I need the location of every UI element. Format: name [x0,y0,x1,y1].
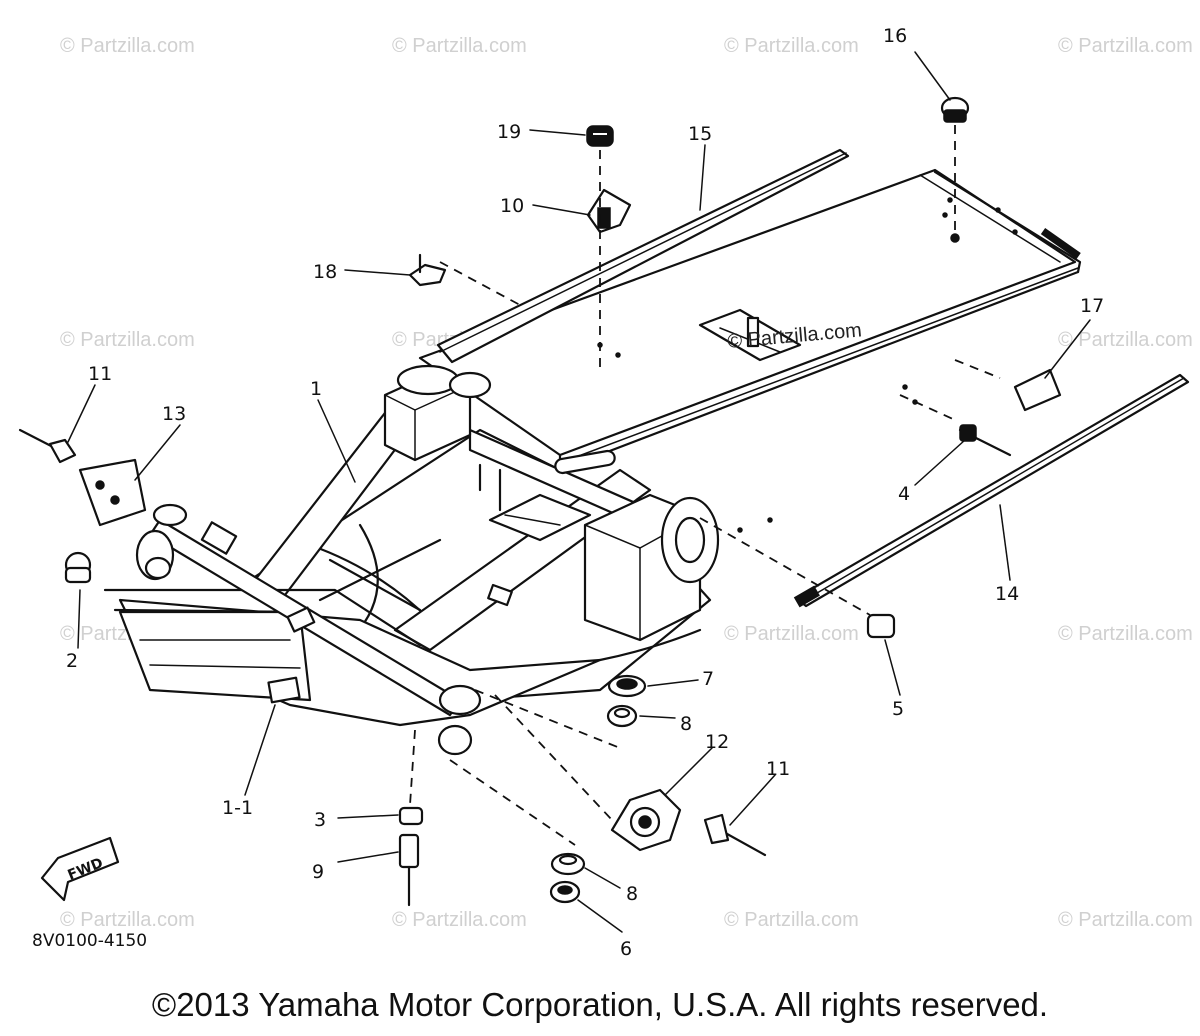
callout-1: 1 [310,378,322,400]
part-8-collar-upper [606,704,638,728]
copyright-notice: ©2013 Yamaha Motor Corporation, U.S.A. A… [151,986,1049,1023]
part-13-plate [78,458,147,527]
callout-16: 16 [883,25,907,47]
callout-11: 11 [88,363,112,385]
watermark: © Partzilla.com [1058,623,1193,645]
watermark: © Partzilla.com [724,909,859,931]
watermark: © Partzilla.com [724,623,859,645]
part-9-bolt [398,833,420,907]
slide-rail-15 [436,148,850,364]
part-8-collar-lower [550,852,586,876]
callout-12: 12 [705,731,729,753]
part-17-label [1013,368,1062,412]
callout-3: 3 [314,809,326,831]
callout-10: 10 [500,195,524,217]
part-5-nut [866,613,896,639]
callout-8: 8 [626,883,638,905]
assembly-lines [409,125,1001,846]
callout-7: 7 [702,668,714,690]
part-12-bearing [610,788,682,852]
callout-13: 13 [162,403,186,425]
watermark: © Partzilla.com [1058,35,1193,57]
diagram-code: 8V0100-4150 [32,931,147,951]
watermark: © Partzilla.com [392,35,527,57]
callout-8: 8 [680,713,692,735]
part-10-bracket [586,188,632,234]
watermark: © Partzilla.com [60,35,195,57]
part-7-bushing [607,674,647,698]
watermark: © Partzilla.com [392,909,527,931]
watermark: © Partzilla.com [724,35,859,57]
part-11-rivet-left [18,428,77,464]
part-18-clip [408,253,447,287]
part-3-nut [398,806,424,826]
callouts: 16 19 15 10 18 17 11 13 1 4 14 2 5 7 8 1… [66,25,1104,960]
part-6-bushing [549,880,581,904]
callout-9: 9 [312,861,324,883]
part-19-nut [586,125,614,147]
watermark: © Partzilla.com [1058,909,1193,931]
part-11-rivet-right [703,813,767,857]
main-frame [103,364,720,756]
callout-6: 6 [620,938,632,960]
callout-14: 14 [995,583,1019,605]
callout-18: 18 [313,261,337,283]
watermark: © Partzilla.com [60,909,195,931]
slide-rail-14 [793,373,1190,608]
callout-19: 19 [497,121,521,143]
callout-4: 4 [898,483,910,505]
callout-2: 2 [66,650,78,672]
part-2-nut [64,551,92,584]
callout-1-1: 1-1 [222,797,253,819]
callout-17: 17 [1080,295,1104,317]
callout-5: 5 [892,698,904,720]
leader-lines [67,51,1091,933]
part-4-bolt [958,424,1012,457]
callout-15: 15 [688,123,712,145]
watermark: © Partzilla.com [60,329,195,351]
tunnel-deck [418,168,1082,533]
callout-11: 11 [766,758,790,780]
part-16-plug [940,96,970,123]
fwd-arrow-icon: FWD [40,836,120,902]
watermark: © Partzilla.com [1058,329,1193,351]
